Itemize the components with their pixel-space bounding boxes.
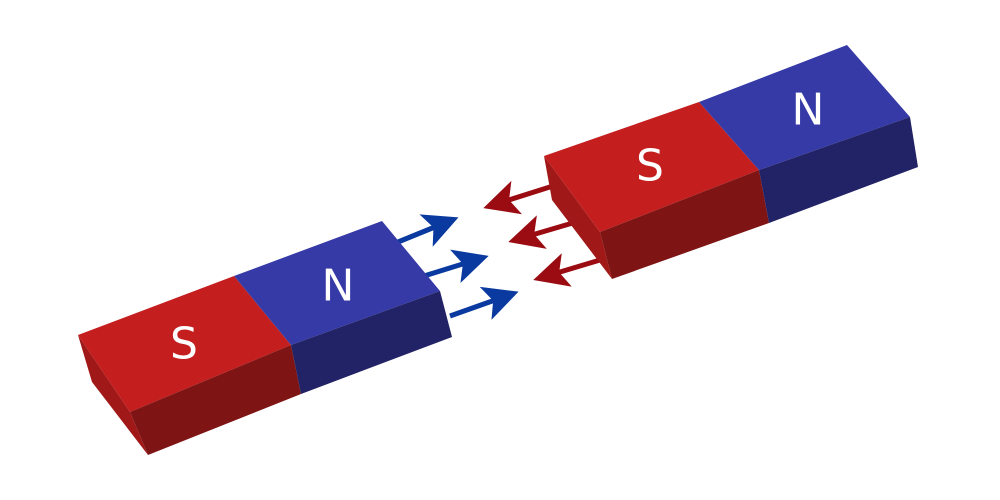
right-magnet: S N xyxy=(544,45,918,279)
north-field-arrows xyxy=(397,214,519,320)
north-top-face xyxy=(234,221,440,345)
pole-label-n: N xyxy=(322,261,355,312)
field-arrow-blue xyxy=(397,214,459,247)
south-top-face xyxy=(544,102,759,232)
right-magnet-south-pole: S xyxy=(544,102,769,279)
north-front-face xyxy=(759,117,918,223)
south-field-arrows xyxy=(483,180,601,287)
field-arrow-blue xyxy=(449,286,519,320)
south-end-face xyxy=(544,156,612,279)
field-arrow-red xyxy=(508,215,577,249)
south-front-face xyxy=(600,170,769,279)
north-top-face xyxy=(699,45,910,170)
field-arrow-red xyxy=(533,253,601,287)
pole-label-s: S xyxy=(636,141,664,192)
south-end-face xyxy=(78,335,148,455)
south-top-face xyxy=(78,276,291,412)
field-arrow-blue xyxy=(423,249,489,284)
pole-label-s: S xyxy=(170,319,198,370)
left-magnet-north-pole: N xyxy=(234,221,452,394)
south-front-face xyxy=(130,345,301,455)
right-magnet-north-pole: N xyxy=(699,45,918,223)
north-front-face xyxy=(291,291,452,394)
left-magnet: S N xyxy=(78,221,452,455)
left-magnet-south-pole: S xyxy=(78,276,301,455)
pole-label-n: N xyxy=(792,85,825,136)
field-arrow-red xyxy=(483,180,554,215)
